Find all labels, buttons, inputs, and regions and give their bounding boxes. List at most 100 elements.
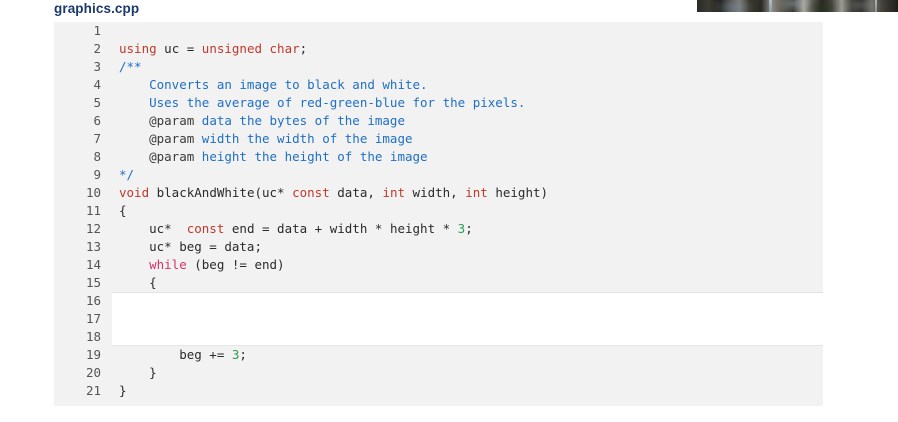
code-text[interactable] <box>112 310 823 328</box>
code-text[interactable] <box>112 292 823 310</box>
code-token: (beg != end) <box>186 257 285 272</box>
code-token: const <box>186 221 225 236</box>
photo-lamp-post <box>769 0 772 12</box>
code-token: ; <box>299 41 308 56</box>
code-line[interactable]: 13 uc* beg = data; <box>54 238 823 256</box>
street-scene-photo <box>697 0 898 12</box>
code-text[interactable]: uc* beg = data; <box>112 238 823 256</box>
code-line[interactable]: 12 uc* const end = data + width * height… <box>54 220 823 238</box>
code-line[interactable]: 14 while (beg != end) <box>54 256 823 274</box>
code-token: width, <box>405 185 466 200</box>
code-token: /** <box>119 59 142 74</box>
line-number: 17 <box>54 310 112 328</box>
line-number: 7 <box>54 130 112 148</box>
line-number: 9 <box>54 166 112 184</box>
code-text[interactable]: { <box>112 202 823 220</box>
code-text[interactable]: /** <box>112 58 823 76</box>
line-number: 16 <box>54 292 112 310</box>
code-token: int <box>382 185 406 200</box>
code-line[interactable]: 1 <box>54 22 823 40</box>
code-text[interactable]: Converts an image to black and white. <box>112 76 823 94</box>
code-line[interactable]: 6 @param data the bytes of the image <box>54 112 823 130</box>
code-token: data, <box>329 185 383 200</box>
code-text[interactable]: { <box>112 274 823 292</box>
code-token: Uses the average of red-green-blue for t… <box>119 95 526 110</box>
code-token: @param <box>119 131 195 146</box>
code-token: void <box>119 185 150 200</box>
code-token: 3 <box>457 221 466 236</box>
line-number: 19 <box>54 346 112 364</box>
code-line[interactable]: 15 { <box>54 274 823 292</box>
line-number: 3 <box>54 58 112 76</box>
code-token: height the height of the image <box>194 149 428 164</box>
code-line[interactable]: 8 @param height the height of the image <box>54 148 823 166</box>
code-token: */ <box>119 167 135 182</box>
line-number: 21 <box>54 382 112 400</box>
code-text[interactable]: } <box>112 382 823 400</box>
code-line[interactable]: 4 Converts an image to black and white. <box>54 76 823 94</box>
code-text[interactable]: @param data the bytes of the image <box>112 112 823 130</box>
photo-detail-layer <box>697 0 898 12</box>
code-line[interactable]: 11 { <box>54 202 823 220</box>
code-token: const <box>292 185 330 200</box>
code-token: blackAndWhite(uc* <box>149 185 293 200</box>
code-line[interactable]: 3 /** <box>54 58 823 76</box>
line-number: 18 <box>54 328 112 346</box>
code-text[interactable]: Uses the average of red-green-blue for t… <box>112 94 823 112</box>
line-number: 20 <box>54 364 112 382</box>
line-number: 12 <box>54 220 112 238</box>
line-number: 2 <box>54 40 112 58</box>
code-text[interactable]: } <box>112 364 823 382</box>
code-token: end = data + width * height * <box>224 221 458 236</box>
file-title: graphics.cpp <box>54 1 140 16</box>
code-token: } <box>119 383 127 398</box>
code-token: uc = <box>156 41 202 56</box>
code-token: beg += <box>119 347 232 362</box>
code-token: data the bytes of the image <box>194 113 405 128</box>
code-line[interactable]: 7 @param width the width of the image <box>54 130 823 148</box>
code-text[interactable]: */ <box>112 166 823 184</box>
code-line[interactable]: 18 <box>54 328 823 346</box>
code-line[interactable]: 5 Uses the average of red-green-blue for… <box>54 94 823 112</box>
code-token: 3 <box>231 347 240 362</box>
code-line[interactable]: 19 beg += 3; <box>54 346 823 364</box>
code-token: @param <box>119 149 195 164</box>
code-token: int <box>465 185 488 200</box>
code-text[interactable]: void blackAndWhite(uc* const data, int w… <box>112 184 823 202</box>
code-text[interactable] <box>112 328 823 346</box>
line-number: 11 <box>54 202 112 220</box>
line-number: 1 <box>54 22 112 40</box>
code-line[interactable]: 16 <box>54 292 823 310</box>
code-token: height) <box>487 185 549 200</box>
line-number: 15 <box>54 274 112 292</box>
photo-pole-secondary <box>875 0 877 12</box>
code-line[interactable]: 9 */ <box>54 166 823 184</box>
code-token: { <box>119 203 127 218</box>
code-token: { <box>119 275 157 290</box>
code-text[interactable]: using uc = unsigned char; <box>112 40 823 58</box>
code-line[interactable]: 20 } <box>54 364 823 382</box>
line-number: 5 <box>54 94 112 112</box>
line-number: 6 <box>54 112 112 130</box>
code-token: unsigned char <box>201 41 300 56</box>
line-number: 14 <box>54 256 112 274</box>
code-text[interactable]: beg += 3; <box>112 346 823 364</box>
code-token: uc* beg = data; <box>119 239 262 254</box>
code-token: while <box>119 257 187 272</box>
code-text[interactable] <box>112 22 823 40</box>
code-token: uc* <box>119 221 187 236</box>
code-text[interactable]: @param width the width of the image <box>112 130 823 148</box>
code-text[interactable]: uc* const end = data + width * height * … <box>112 220 823 238</box>
code-token: @param <box>119 113 195 128</box>
code-line[interactable]: 21} <box>54 382 823 400</box>
code-token: } <box>119 365 157 380</box>
code-text[interactable]: while (beg != end) <box>112 256 823 274</box>
code-text[interactable]: @param height the height of the image <box>112 148 823 166</box>
line-number: 10 <box>54 184 112 202</box>
code-line[interactable]: 17 <box>54 310 823 328</box>
code-token: Converts an image to black and white. <box>119 77 428 92</box>
code-token: using <box>119 41 157 56</box>
